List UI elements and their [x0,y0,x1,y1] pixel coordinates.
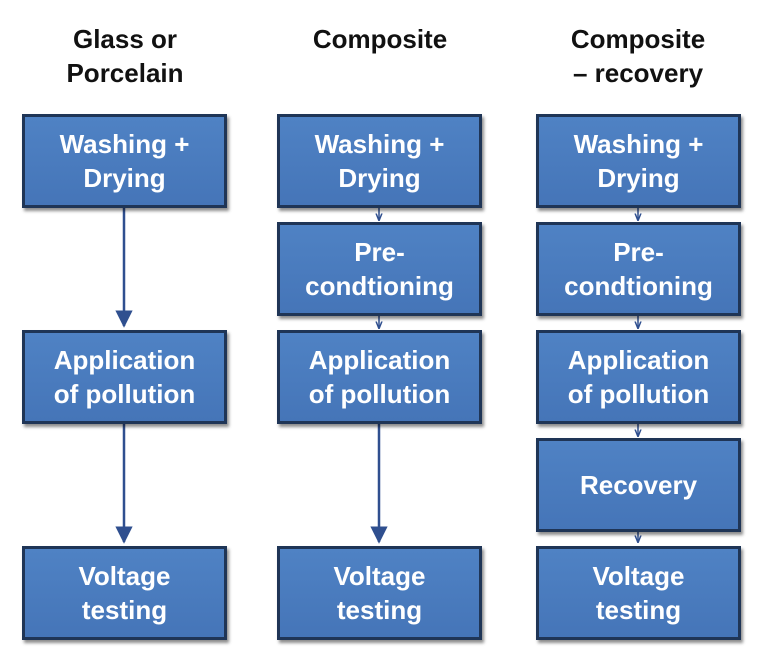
column-title-composite-recovery: Composite – recovery [570,24,706,88]
step-glass-application-of-pollution: Application of pollution [22,330,227,424]
step-recovery-application-of-pollution: Application of pollution [536,330,741,424]
column-title-composite: Composite [312,24,448,54]
step-recovery-recovery: Recovery [536,438,741,532]
step-recovery-voltage-testing: Voltage testing [536,546,741,640]
step-composite-application-of-pollution: Application of pollution [277,330,482,424]
step-composite-voltage-testing: Voltage testing [277,546,482,640]
step-composite-preconditioning: Pre- condtioning [277,222,482,316]
step-recovery-washing-drying: Washing + Drying [536,114,741,208]
step-recovery-preconditioning: Pre- condtioning [536,222,741,316]
step-glass-washing-drying: Washing + Drying [22,114,227,208]
step-glass-voltage-testing: Voltage testing [22,546,227,640]
step-composite-washing-drying: Washing + Drying [277,114,482,208]
column-title-glass-porcelain: Glass or Porcelain [66,24,184,88]
